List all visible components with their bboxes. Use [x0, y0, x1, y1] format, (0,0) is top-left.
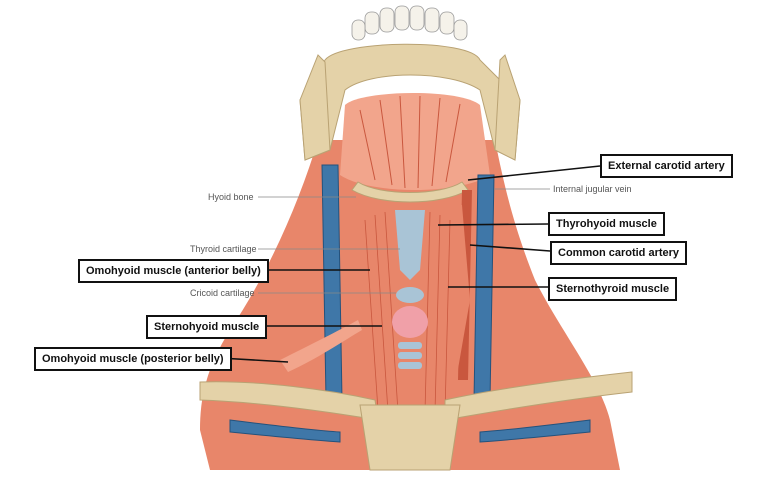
leader-thyrohyoid	[437, 223, 549, 226]
thyroid-gland	[392, 306, 428, 338]
label-common-carotid-artery: Common carotid artery	[550, 241, 688, 265]
leader-common-carotid	[469, 244, 551, 252]
label-internal-jugular-vein: Internal jugular vein	[553, 184, 632, 194]
label-omohyoid-posterior: Omohyoid muscle (posterior belly)	[34, 347, 232, 371]
tooth	[351, 19, 366, 41]
trachea-ring	[398, 342, 422, 349]
leader-external-carotid	[467, 165, 601, 181]
label-thyrohyoid-muscle: Thyrohyoid muscle	[548, 212, 665, 236]
label-omohyoid-anterior: Omohyoid muscle (anterior belly)	[78, 259, 269, 283]
label-sternohyoid-muscle: Sternohyoid muscle	[146, 315, 268, 339]
tooth	[364, 11, 380, 35]
label-cricoid-cartilage: Cricoid cartilage	[190, 288, 255, 298]
omohyoid-posterior-belly	[280, 320, 362, 372]
right-subclavian-vessel	[479, 419, 591, 443]
strap-striations	[364, 211, 451, 413]
right-mandible-ramus	[494, 54, 521, 161]
cricoid-cartilage	[396, 287, 424, 303]
tooth	[394, 5, 410, 31]
teeth	[351, 5, 468, 41]
label-hyoid-bone: Hyoid bone	[208, 192, 254, 202]
left-mandible-ramus	[299, 54, 331, 161]
tooth	[453, 19, 468, 41]
left-subclavian-vessel	[229, 419, 341, 443]
thyroid-cartilage	[395, 210, 425, 280]
tooth	[424, 7, 440, 33]
trachea-ring	[398, 362, 422, 369]
tooth	[439, 11, 455, 35]
trachea-ring	[398, 352, 422, 359]
mylohyoid-region	[340, 92, 490, 190]
right-clavicle	[444, 371, 633, 421]
manubrium	[359, 404, 461, 471]
tooth	[409, 5, 425, 31]
label-external-carotid-artery: External carotid artery	[600, 154, 733, 178]
label-thyroid-cartilage: Thyroid cartilage	[190, 244, 257, 254]
trachea	[398, 342, 422, 369]
label-sternothyroid-muscle: Sternothyroid muscle	[548, 277, 678, 301]
floor-muscle-striations	[359, 95, 461, 189]
mandible	[299, 43, 521, 161]
tooth	[379, 7, 395, 33]
